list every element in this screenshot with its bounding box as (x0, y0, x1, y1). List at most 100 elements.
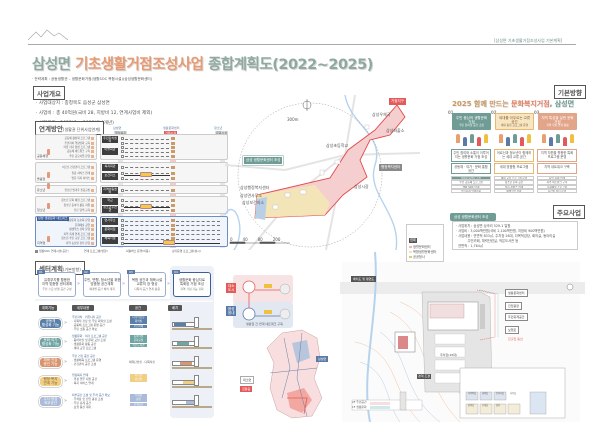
card-list-item: 주민 공동체 프로그램 (451, 180, 491, 185)
detail-text: · 동아리실 및 문화 교실 조성 (72, 338, 106, 342)
people-illustration-icon (527, 134, 531, 143)
row-marker (171, 223, 175, 227)
row-label: 지역 축제 연계 프로그램 (63, 232, 90, 236)
legend-item: 셔틀버스 운행(이동) (126, 249, 150, 253)
step-sub: 다목적 공간 연계 활용 (134, 287, 160, 292)
row-marker (91, 219, 94, 223)
site-label: 주차장(26대) (440, 353, 458, 357)
ground-line (172, 386, 212, 388)
card-list-item: 돌봄 서비스 연계 (494, 184, 534, 189)
project-detail: 주민카페, 체력단련실, 작은도서관 등 (456, 239, 519, 243)
room-label: 휴게실 (482, 404, 489, 407)
detail-text: · 생활문화 활동 공간 (72, 342, 97, 346)
direction-heading: 기본방향 (554, 85, 586, 99)
group-name: 청소년 (37, 208, 46, 212)
group-lane (100, 185, 228, 194)
column-sub: 문화시설 (215, 131, 229, 135)
people-illustration-icon (484, 134, 488, 143)
detail-text: 주민자치 · 커뮤니티 공간 (72, 315, 102, 319)
group-box (35, 162, 97, 183)
chevron-right-icon: » (64, 320, 68, 326)
card-subtitle: 세대 통합 프로그램 운영 (500, 122, 529, 127)
link-line (125, 190, 169, 191)
chevron-right-icon: » (122, 281, 126, 287)
network-caption: 생활권 간 연계 네트워크 구축 (246, 322, 283, 326)
admin-center-label: 행정복지센터 (379, 164, 403, 171)
people-illustration-icon (563, 137, 567, 146)
link-line (125, 225, 169, 227)
row-label: 돌봄 서비스 연계 (71, 171, 90, 175)
facility-box: 보건지소 (102, 173, 118, 180)
link-line (125, 138, 169, 140)
link-line (125, 156, 169, 158)
row-marker (91, 154, 94, 158)
checkbox-icon (121, 171, 124, 175)
row-label: 청소년 동아리 활동 지원 (63, 204, 90, 207)
link-line (125, 178, 169, 180)
link-line (125, 147, 169, 149)
overview-item: · 사업대상지 : 충청북도 음성군 삼성면 (36, 101, 110, 106)
link-line (125, 220, 169, 222)
project-detail: · 사업비 : 3,000백만원(국비 2,100백만원, 지방비 900백만원… (456, 229, 545, 233)
row-marker (171, 137, 175, 141)
map-legend: 범례 생활문화센터 복합생활문화센터 공공청사 (406, 224, 444, 262)
row-marker (171, 177, 175, 181)
people-illustration-icon (499, 134, 503, 143)
row-marker (171, 171, 175, 175)
row-label: 주민자치 역량강화 교육 (64, 141, 90, 145)
card-list-item: 생활 SOC 연계 (451, 184, 491, 189)
function-pill: 문화·여가 활성화 기능 (39, 337, 62, 348)
facility-box: 지역아동센터 (102, 186, 118, 194)
column-sub: 행정복지 (114, 131, 128, 135)
room-label: 회의실 (482, 392, 489, 395)
card-list-item: 평생학습 강좌 (494, 188, 534, 194)
section-label: 2F 주민공간 (352, 400, 367, 404)
step-number: 03 (127, 270, 135, 275)
ground-line (172, 367, 212, 369)
row-marker (171, 219, 175, 223)
people-illustration-icon (520, 137, 524, 146)
project-name: 삼성 생활문화센터 조성 (450, 213, 497, 221)
group-lane (100, 162, 228, 183)
function-pill: 주차·광장 외부공간 (39, 396, 62, 407)
checkbox-icon (121, 204, 124, 207)
row-marker (171, 146, 175, 149)
checkbox-icon (121, 154, 124, 158)
row-marker (91, 188, 94, 192)
function-pill: 공동체 활성화 기능 (39, 318, 62, 329)
link-line (176, 220, 220, 222)
link-line (176, 225, 220, 227)
place-label: 삼성행정복지센터 (240, 185, 270, 190)
space-chip: 문화교실 (130, 339, 147, 343)
function-pill: 체육·건강 증진 기능 (39, 357, 62, 368)
checkbox-icon (121, 237, 124, 241)
site-label: 주민휴게공간 (505, 313, 528, 321)
overview-item: · 사업비 : 총 40억원(국비 28, 지방비 12, 연계사업비 제외) (36, 111, 153, 116)
section-label: 1F 생활문화 (352, 405, 367, 409)
row-label: 공동체 네트워크 구축 (66, 150, 90, 154)
row-marker (91, 232, 94, 236)
row-marker (91, 204, 94, 207)
scale-tick: 80 (257, 237, 263, 242)
detail-text: · 생활체육 프로그램 운영 (72, 358, 102, 362)
checkbox-icon (121, 208, 124, 212)
tower-outline (194, 336, 199, 347)
tower-outline (194, 375, 199, 386)
card-list-item: 문화예술 프로그램 (537, 184, 577, 189)
card-list-item: 농산물 장터 운영 (537, 188, 577, 194)
link-line (176, 229, 220, 231)
link-line (125, 151, 169, 153)
checkbox-icon (121, 219, 124, 223)
step-number: 04 (172, 270, 180, 275)
checkbox-icon (121, 199, 124, 203)
divider (35, 299, 213, 302)
card-title: 세대를 아우르는 교류 공간 (498, 115, 531, 124)
site-label: 진입광장 (505, 302, 523, 310)
detail-text: · 세대 교류 프로그램 (72, 346, 97, 350)
site-label: 생활문화센터 (505, 289, 528, 297)
row-label: 방문 복지 서비스 (71, 177, 90, 181)
chevron-right-icon: » (77, 281, 81, 287)
